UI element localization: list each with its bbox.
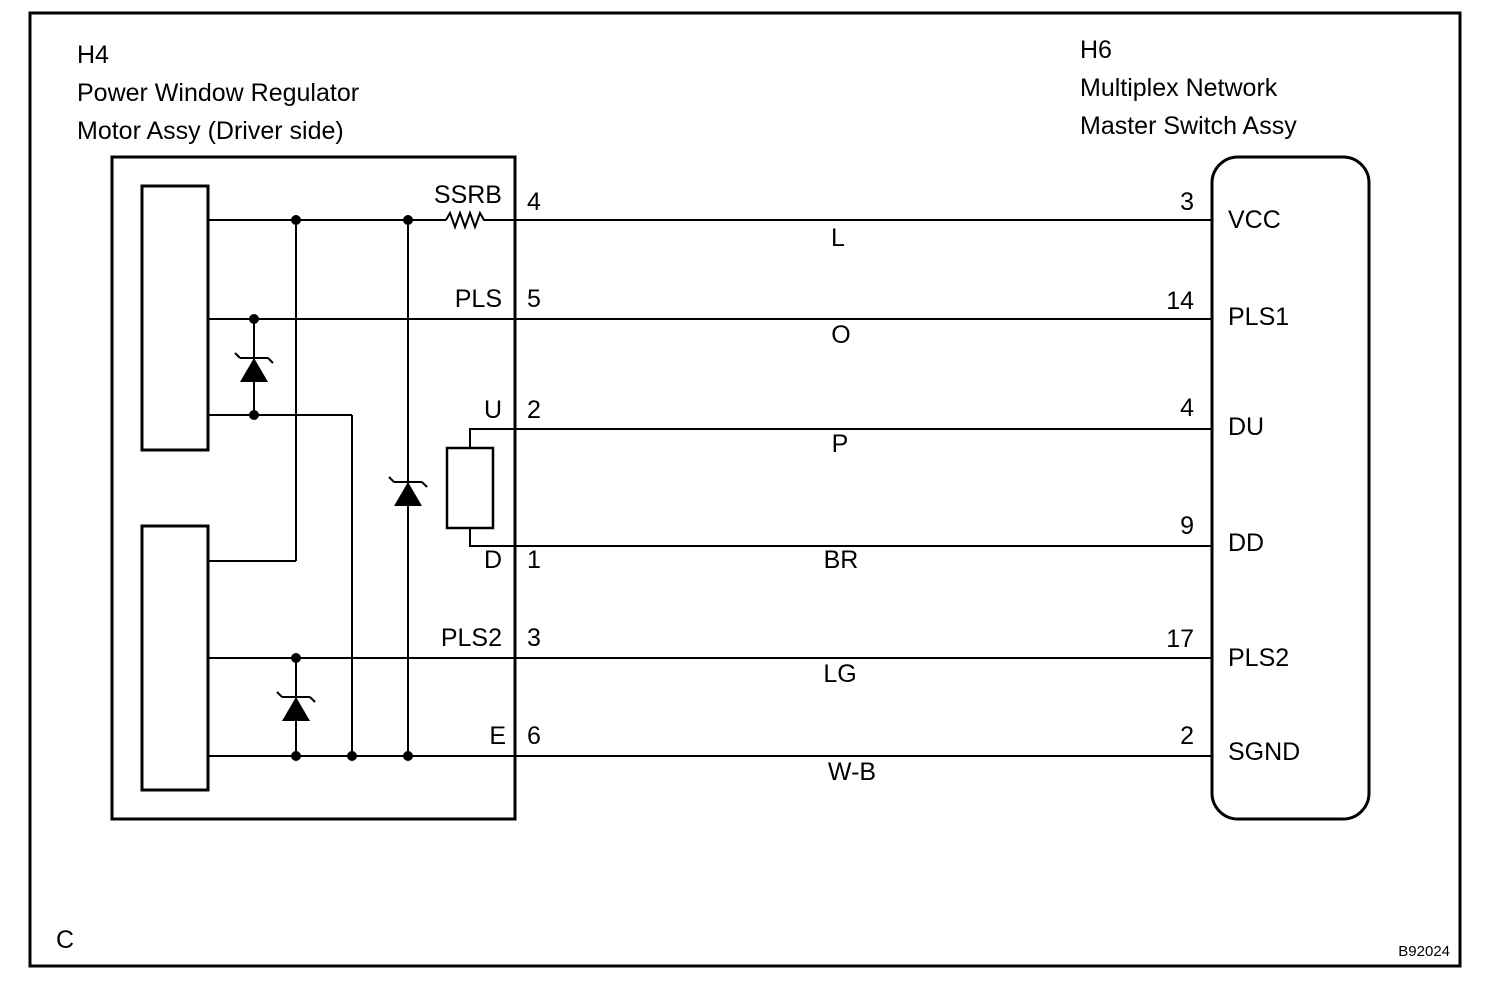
zener-diode-icon bbox=[276, 691, 316, 722]
right-pin-number: 3 bbox=[1180, 188, 1194, 216]
wire-color-label: BR bbox=[824, 546, 859, 574]
master-switch-housing bbox=[1210, 155, 1371, 821]
left-connector-id: H4 bbox=[77, 41, 109, 69]
left-terminal-label: PLS bbox=[455, 285, 502, 313]
right-pin-number: 4 bbox=[1180, 394, 1194, 422]
left-connector-name-line2: Motor Assy (Driver side) bbox=[77, 117, 344, 145]
motor-block-upper bbox=[140, 184, 210, 452]
right-terminal-label: PLS1 bbox=[1228, 303, 1289, 331]
right-terminal-label: SGND bbox=[1228, 738, 1300, 766]
resistor-icon bbox=[445, 210, 515, 230]
left-terminal-label: U bbox=[484, 396, 502, 424]
left-terminal-label: PLS2 bbox=[441, 624, 502, 652]
right-connector-name-line1: Multiplex Network bbox=[1080, 74, 1278, 102]
wire-color-label: W-B bbox=[828, 758, 876, 786]
left-pin-number: 6 bbox=[527, 722, 541, 750]
right-pin-number: 17 bbox=[1166, 625, 1194, 653]
right-terminal-label: PLS2 bbox=[1228, 644, 1289, 672]
figure-code: B92024 bbox=[1398, 943, 1450, 960]
left-pin-number: 3 bbox=[527, 624, 541, 652]
zener-diode-icon bbox=[388, 476, 428, 507]
wire-color-label: O bbox=[831, 321, 850, 349]
left-pin-number: 1 bbox=[527, 546, 541, 574]
right-pin-number: 2 bbox=[1180, 722, 1194, 750]
left-pin-number: 2 bbox=[527, 396, 541, 424]
diagram-frame bbox=[28, 11, 1462, 968]
wire-color-label: L bbox=[831, 224, 845, 252]
zener-diode-icon bbox=[234, 352, 274, 383]
motor-element bbox=[445, 446, 495, 530]
left-pin-number: 4 bbox=[527, 188, 541, 216]
internal-circuit bbox=[208, 210, 515, 757]
left-connector-name-line1: Power Window Regulator bbox=[77, 79, 359, 107]
wire-color-label: P bbox=[832, 430, 849, 458]
right-terminal-label: VCC bbox=[1228, 206, 1281, 234]
left-pin-number: 5 bbox=[527, 285, 541, 313]
right-connector-name-line2: Master Switch Assy bbox=[1080, 112, 1297, 140]
left-terminal-label: SSRB bbox=[434, 181, 502, 209]
left-terminal-label: E bbox=[489, 722, 506, 750]
junction-dots bbox=[249, 215, 413, 761]
right-terminal-label: DU bbox=[1228, 413, 1264, 441]
right-terminal-label: DD bbox=[1228, 529, 1264, 557]
external-wires bbox=[515, 219, 1212, 757]
motor-assy-housing bbox=[110, 155, 517, 821]
wire-color-label: LG bbox=[823, 660, 856, 688]
left-terminal-label: D bbox=[484, 546, 502, 574]
left-connector-title: H4 Power Window Regulator Motor Assy (Dr… bbox=[77, 41, 359, 145]
right-connector-id: H6 bbox=[1080, 36, 1112, 64]
right-connector-title: H6 Multiplex Network Master Switch Assy bbox=[1080, 36, 1297, 140]
right-pin-number: 9 bbox=[1180, 512, 1194, 540]
right-pin-number: 14 bbox=[1166, 287, 1194, 315]
corner-letter: C bbox=[56, 926, 74, 954]
motor-block-lower bbox=[140, 524, 210, 792]
